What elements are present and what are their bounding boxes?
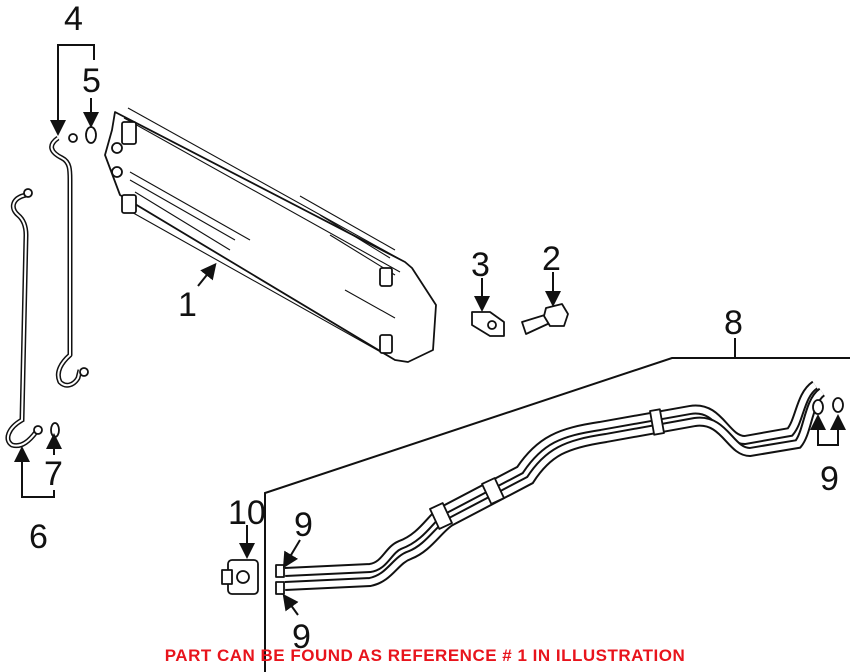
- cooler-tube-part-4: [49, 133, 89, 388]
- o-ring-part-5: [85, 126, 97, 144]
- hose-assembly-panel: [264, 357, 850, 672]
- callout-1: 1: [178, 286, 197, 324]
- cooler-tube-part-6: [5, 188, 43, 449]
- callout-7: 7: [44, 455, 63, 493]
- part-reference-note: PART CAN BE FOUND AS REFERENCE # 1 IN IL…: [164, 646, 686, 665]
- callout-9-right: 9: [820, 460, 839, 498]
- callout-9-lower: 9: [292, 618, 311, 656]
- callout-3: 3: [471, 246, 490, 284]
- leader-lines: [14, 44, 846, 616]
- callout-6: 6: [29, 518, 48, 556]
- o-ring-part-7: [50, 422, 60, 438]
- oil-cooler-part-1: [104, 107, 437, 363]
- connector-part-10: [221, 559, 259, 595]
- callout-8: 8: [724, 304, 743, 342]
- callout-2: 2: [542, 240, 561, 278]
- bolt-part-2: [521, 303, 569, 335]
- clip-part-3: [471, 311, 505, 337]
- callout-4: 4: [64, 0, 83, 38]
- callout-10: 10: [228, 494, 266, 532]
- callout-9-upper: 9: [294, 506, 313, 544]
- callout-5: 5: [82, 62, 101, 100]
